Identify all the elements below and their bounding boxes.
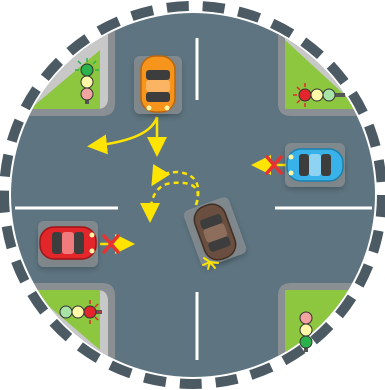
corner-sw	[0, 283, 115, 390]
traffic-light-south-east	[300, 312, 312, 352]
car-red[interactable]	[38, 221, 98, 267]
corner-nw	[0, 0, 115, 116]
car-orange[interactable]	[134, 56, 182, 114]
corner-se	[278, 283, 385, 390]
car-blue[interactable]	[285, 143, 345, 187]
